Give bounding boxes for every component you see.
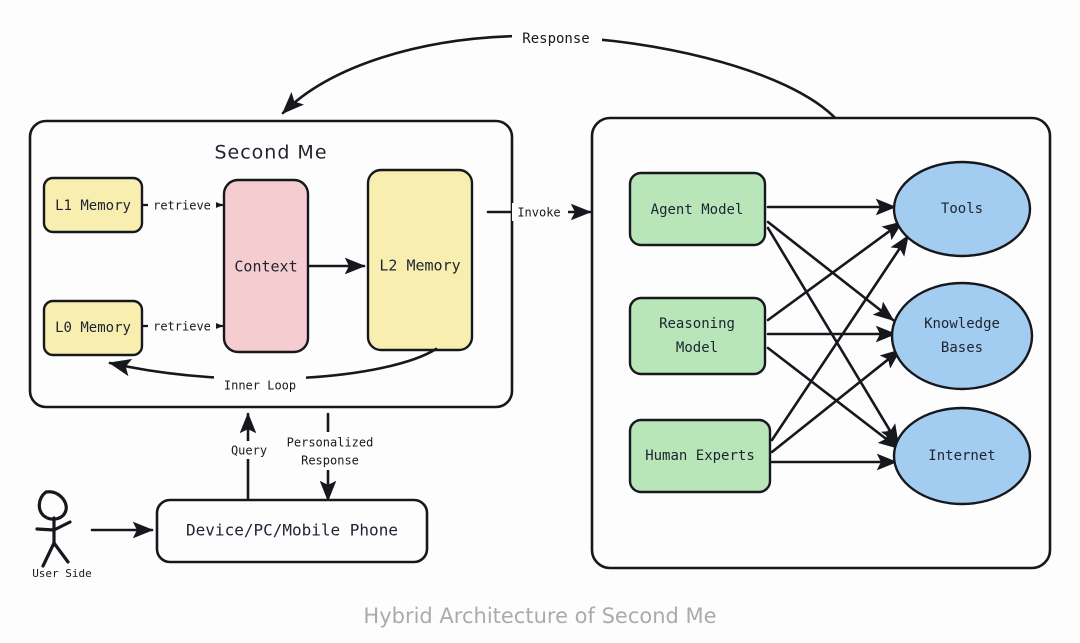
diagram-caption: Hybrid Architecture of Second Me [363, 604, 716, 628]
user-stick-figure-icon [35, 490, 72, 568]
node-tools[interactable] [892, 160, 1032, 258]
node-context-label: Context [234, 258, 297, 276]
edge-l0-retrieve-label: retrieve [153, 320, 211, 334]
edge-agent-to-internet [766, 226, 900, 446]
node-knowledge-bases-label-line1: Knowledge [924, 316, 1000, 332]
node-reasoning-model-label-line1: Reasoning [659, 316, 735, 332]
edge-inner-loop-label: Inner Loop [224, 379, 296, 393]
node-reasoning-model-label-line2: Model [676, 340, 718, 356]
node-internet-label: Internet [928, 448, 995, 464]
node-internet[interactable] [892, 406, 1032, 506]
second-me-title: Second Me [214, 142, 327, 164]
edge-human-to-knowledge-bases [770, 348, 902, 454]
node-l0-memory-label: L0 Memory [55, 320, 131, 336]
personalized-response-label-line1: Personalized [287, 436, 374, 450]
node-reasoning-model[interactable] [628, 296, 767, 376]
personalized-response-label-line2: Response [301, 454, 359, 468]
node-l2-memory[interactable] [366, 168, 474, 352]
response-arc-arrow [281, 34, 840, 123]
invoke-label: Invoke [517, 206, 560, 220]
node-l1-memory-label: L1 Memory [55, 198, 131, 214]
node-l0-memory[interactable] [42, 299, 144, 357]
query-label: Query [231, 444, 267, 458]
retrieve-label-bg-2 [148, 317, 216, 335]
node-knowledge-bases-label-line2: Bases [941, 340, 983, 356]
edge-human-to-tools [770, 234, 910, 442]
personalized-response-label-bg [276, 432, 384, 470]
node-context[interactable] [222, 178, 310, 354]
inner-loop-label-bg [214, 376, 306, 394]
node-l2-memory-label: L2 Memory [379, 257, 460, 275]
user-side-label: User Side [32, 567, 92, 580]
node-agent-model-label: Agent Model [651, 202, 744, 218]
node-human-experts-label: Human Experts [645, 448, 755, 464]
node-device-label: Device/PC/Mobile Phone [186, 521, 398, 540]
node-human-experts[interactable] [628, 418, 772, 494]
edge-reasoning-to-tools [766, 220, 904, 322]
response-label-bg [512, 27, 602, 47]
edge-reasoning-to-internet [766, 346, 900, 450]
node-tools-label: Tools [941, 201, 983, 217]
node-knowledge-bases[interactable] [890, 281, 1034, 391]
edge-agent-to-knowledge-bases [766, 220, 895, 322]
response-label: Response [522, 31, 589, 47]
invoke-label-bg [512, 203, 568, 221]
query-label-bg [222, 441, 276, 459]
edge-l1-retrieve-label: retrieve [153, 199, 211, 213]
retrieve-label-bg-1 [148, 196, 216, 214]
node-agent-model[interactable] [628, 171, 767, 247]
node-device[interactable] [155, 498, 429, 564]
